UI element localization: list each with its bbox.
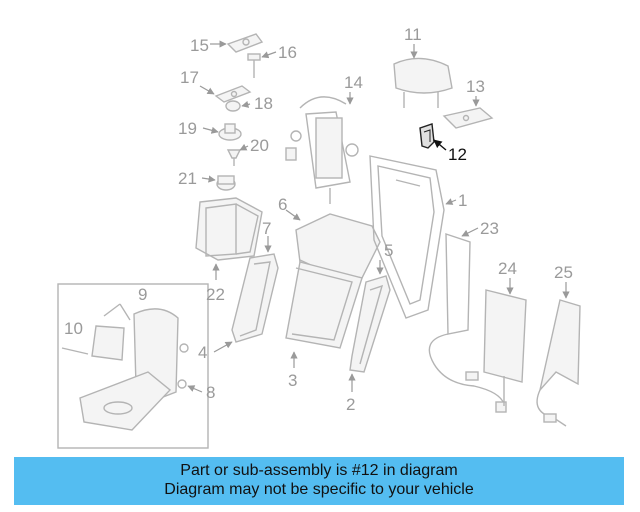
label-16: 16 [278,43,297,62]
label-2: 2 [346,395,355,414]
part-13-guide [442,96,494,129]
label-11: 11 [404,25,422,44]
part-18-clip [225,100,251,112]
part-7-side-panel [231,236,279,343]
part-14-lumbar-frame [285,92,359,204]
label-20: 20 [250,136,269,155]
part-19-bushing [202,123,242,141]
label-23: 23 [480,219,499,238]
part-15-bracket [210,33,264,53]
part-12-guide-sleeve [419,123,447,151]
label-9: 9 [138,285,147,304]
label-5: 5 [384,241,393,260]
label-15: 15 [190,36,209,55]
label-3: 3 [288,371,297,390]
part-5-side-trim [349,260,391,373]
label-12-highlighted: 12 [448,145,467,164]
label-13: 13 [466,77,485,96]
part-22-pad [195,197,263,280]
seat-parts-diagram: 15 16 17 18 19 20 21 22 7 6 14 11 13 12 … [57,25,581,449]
part-24-heater-mat [483,278,527,406]
label-18: 18 [254,94,273,113]
label-24: 24 [498,259,517,278]
label-8: 8 [206,383,215,402]
label-1: 1 [458,191,467,210]
banner-line-2: Diagram may not be specific to your vehi… [164,481,474,498]
part-25-heater-mat [536,282,581,427]
label-4: 4 [198,343,207,362]
label-17: 17 [180,68,199,87]
label-19: 19 [178,119,197,138]
label-10: 10 [64,319,83,338]
part-21-cap [201,175,236,191]
part-20-clip [226,143,249,166]
part-1-backrest-frame [369,155,457,319]
label-21: 21 [178,169,197,188]
part-17-bracket [199,85,252,103]
label-22: 22 [206,285,225,304]
part-23-harness [428,227,507,413]
inset-box [57,283,209,449]
label-14: 14 [344,73,363,92]
part-16-bolt [247,51,277,78]
label-6: 6 [278,195,287,214]
label-7: 7 [262,219,271,238]
part-3-back-pad [285,261,363,368]
part-11-headrest [393,44,453,108]
label-25: 25 [554,263,573,282]
info-banner: Part or sub-assembly is #12 in diagram D… [14,457,624,505]
banner-line-1: Part or sub-assembly is #12 in diagram [180,462,458,479]
